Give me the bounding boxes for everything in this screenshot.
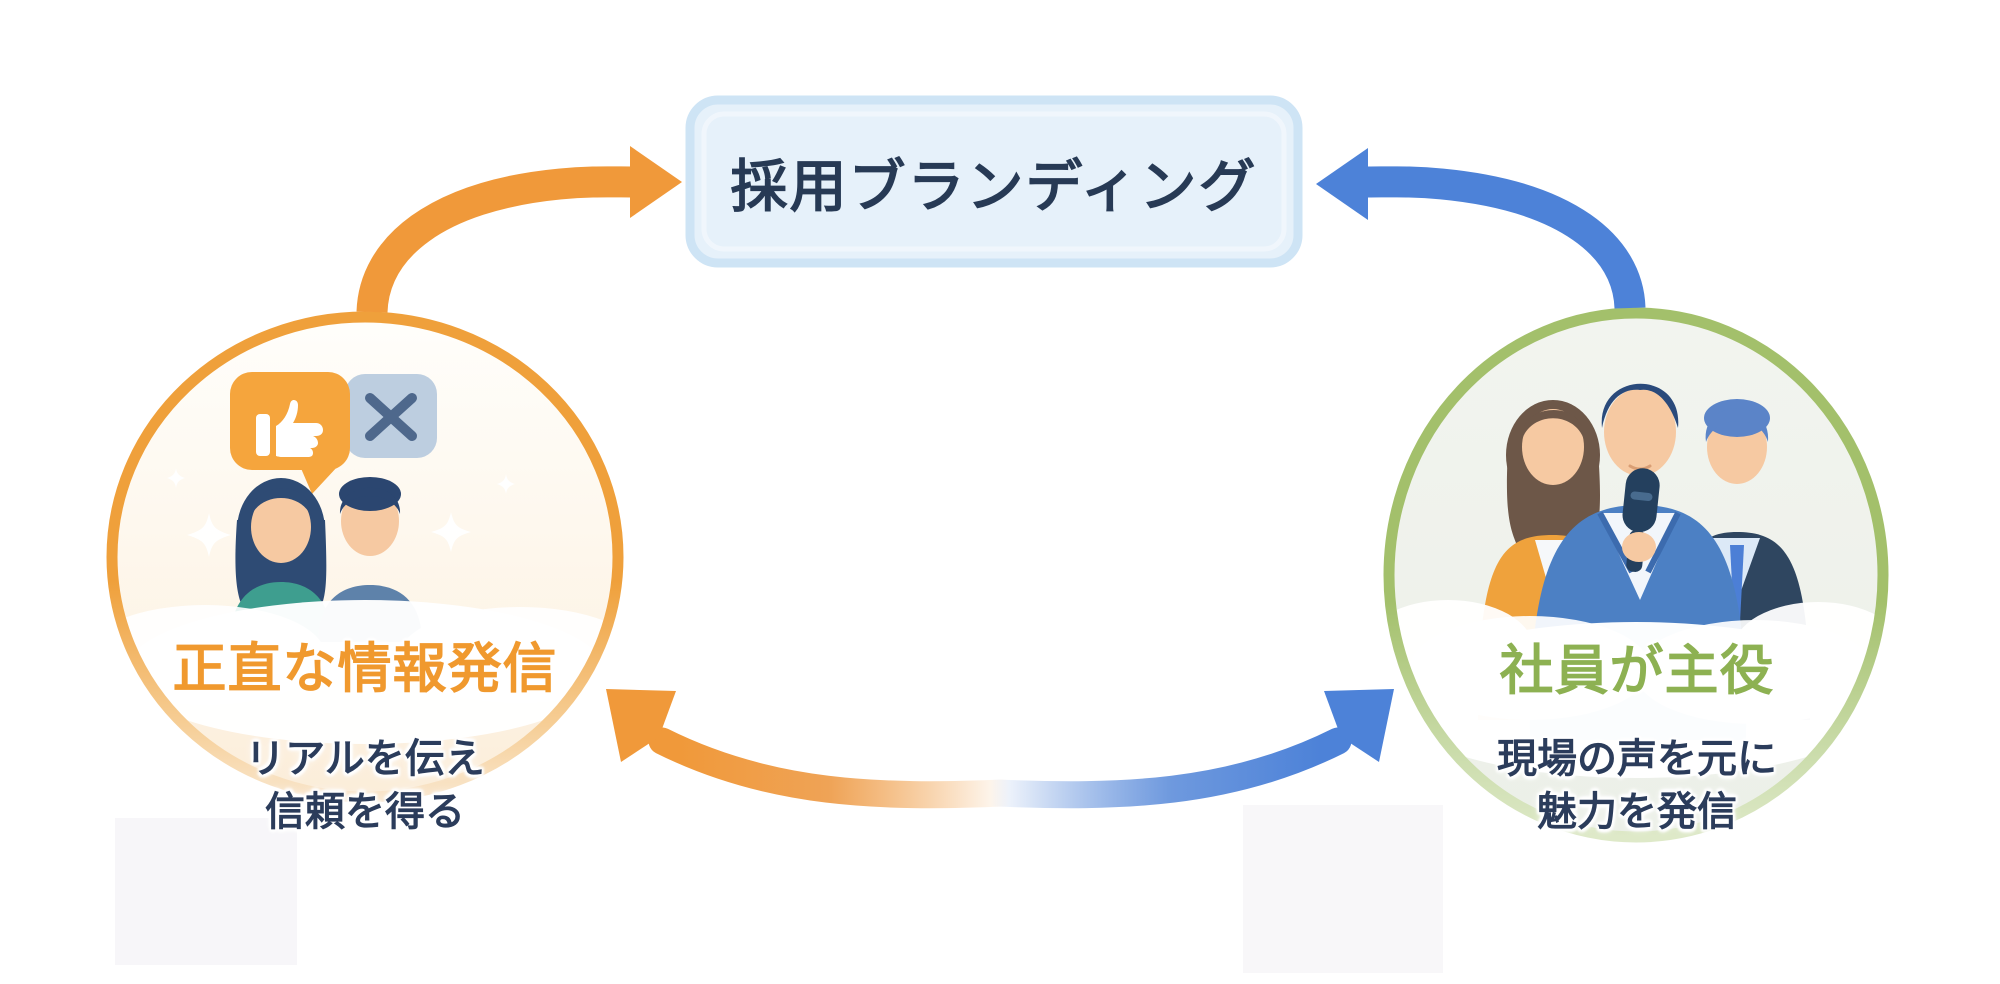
arrowhead-right-icon — [630, 146, 682, 218]
arrowhead-left-icon — [1316, 148, 1368, 220]
right-node-title: 社員が主役 — [1499, 638, 1775, 702]
sparkle-icon — [167, 468, 515, 557]
left-node-title: 正直な情報発信 — [172, 636, 558, 700]
left-circle-node — [106, 311, 624, 803]
left-node-subtitle-line1: リアルを伝え — [245, 736, 485, 782]
left-node-subtitle-line2: 信頼を得る — [265, 789, 465, 835]
x-icon — [365, 393, 417, 441]
title-box — [685, 95, 1303, 268]
right-node-subtitle-line2: 魅力を発信 — [1537, 789, 1737, 835]
speech-bubble-positive — [230, 372, 350, 494]
arrow-bottom-right — [982, 689, 1394, 809]
arrow-bottom-left — [606, 689, 1018, 809]
thumbs-up-icon — [256, 399, 323, 457]
right-node-subtitle-line1: 現場の声を元に — [1497, 736, 1777, 782]
arrowhead-upright-icon — [1324, 689, 1394, 762]
left-circle-border — [106, 311, 624, 803]
arrowhead-upleft-icon — [606, 689, 676, 762]
speech-bubble-negative — [345, 374, 437, 458]
right-circle-node — [1383, 307, 1889, 843]
arrow-right-to-box — [1316, 148, 1646, 310]
right-circle-border — [1383, 307, 1889, 843]
watermark-panel-left — [115, 818, 297, 965]
watermark-panel-right — [1243, 805, 1443, 973]
cloud-shapes-right — [1390, 600, 1882, 778]
arrow-left-to-box — [356, 146, 682, 314]
title-box-label: 採用ブランディング — [730, 153, 1258, 220]
